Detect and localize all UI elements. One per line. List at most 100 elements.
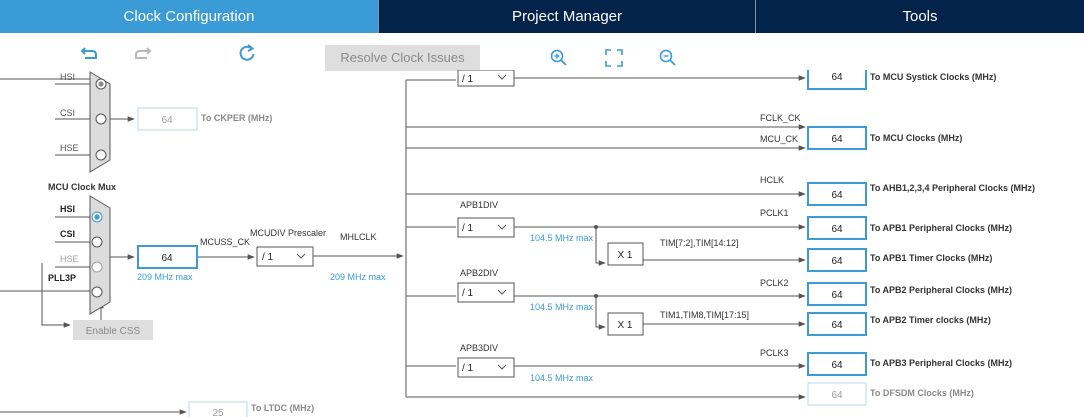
ahb-value: 64 <box>831 190 843 201</box>
apb2-timer-output-label: To APB2 Timer clocks (MHz) <box>870 315 991 325</box>
mcu-clock-value-box[interactable] <box>807 126 867 150</box>
dfsdm-value: 64 <box>831 390 843 401</box>
apb1div-title: APB1DIV <box>460 200 498 210</box>
apb3-peripheral-value: 64 <box>831 360 843 371</box>
systick-value-box[interactable] <box>807 70 867 90</box>
refresh-icon[interactable] <box>237 43 257 63</box>
mcu-input-label: PLL3P <box>48 273 76 283</box>
mcu-radio-csi[interactable] <box>91 236 103 248</box>
mcu-input-label: HSI <box>60 204 75 214</box>
apb3-peripheral-output-label: To APB3 Peripheral Clocks (MHz) <box>870 358 1012 368</box>
systick-output-label: To MCU Systick Clocks (MHz) <box>870 72 996 82</box>
junction-dot <box>594 225 598 229</box>
apb1-timer-output-label: To APB1 Timer Clocks (MHz) <box>870 253 992 263</box>
mcu-clock-mux <box>89 195 111 315</box>
apb3-peripheral-value-box[interactable] <box>807 352 867 376</box>
apb1-peripheral-value: 64 <box>831 224 843 235</box>
apb1-timers-label: TIM[7:2],TIM[14:12] <box>660 238 739 248</box>
apb3div-select[interactable] <box>457 357 515 378</box>
ckper-output-label: To CKPER (MHz) <box>201 113 272 123</box>
apb2-multiplier-value: X 1 <box>617 320 632 331</box>
mhlclk-signal-label: MHLCLK <box>340 232 377 242</box>
dfsdm-value-box[interactable] <box>807 382 867 406</box>
fit-screen-icon[interactable] <box>604 48 624 68</box>
apb2-max-label: 104.5 MHz max <box>530 302 594 312</box>
junction-dot <box>594 294 598 298</box>
apb2-timers-label: TIM1,TIM8,TIM[17:15] <box>660 310 749 320</box>
tab-bar: Clock Configuration Project Manager Tool… <box>0 0 1084 33</box>
apb3div-value: / 1 <box>462 363 474 374</box>
redo-icon[interactable] <box>133 43 153 63</box>
ltdc-value-box[interactable] <box>188 401 248 417</box>
pclk2-signal-label: PCLK2 <box>760 278 789 288</box>
mcu-input-label: HSE <box>60 254 79 264</box>
ltdc-output-label: To LTDC (MHz) <box>251 403 314 413</box>
systick-div-value: / 1 <box>462 74 474 85</box>
ckper-radio-hse[interactable] <box>95 149 107 161</box>
systick-div-select[interactable] <box>457 70 515 87</box>
apb1-timer-value-box[interactable] <box>807 248 867 272</box>
mcu-mux-title: MCU Clock Mux <box>48 182 116 192</box>
ahb-value-box[interactable] <box>807 182 867 206</box>
apb1-timer-value: 64 <box>831 256 843 267</box>
enable-css-label: Enable CSS <box>86 326 141 337</box>
apb3div-title: APB3DIV <box>460 343 498 353</box>
apb3-max-label: 104.5 MHz max <box>530 373 594 383</box>
apb1div-select[interactable] <box>457 217 515 238</box>
ahb-output-label: To AHB1,2,3,4 Peripheral Clocks (MHz) <box>870 183 1035 193</box>
ltdc-value: 25 <box>212 408 224 417</box>
pclk1-signal-label: PCLK1 <box>760 208 789 218</box>
systick-value: 64 <box>831 72 843 83</box>
zoom-out-icon[interactable] <box>658 48 678 68</box>
radio-selected-dot <box>98 81 104 87</box>
mcuss-max-label: 209 MHz max <box>137 272 193 282</box>
apb2div-title: APB2DIV <box>460 268 498 278</box>
tab-tools[interactable]: Tools <box>902 8 938 25</box>
apb2-peripheral-output-label: To APB2 Peripheral Clocks (MHz) <box>870 285 1012 295</box>
apb1-peripheral-output-label: To APB1 Peripheral Clocks (MHz) <box>870 223 1012 233</box>
ckper-input-label: HSI <box>60 72 75 82</box>
chevron-down-icon <box>497 74 507 80</box>
mcudiv-title: MCUDIV Prescaler <box>250 228 326 238</box>
ckper-input-label: HSE <box>60 143 79 153</box>
tab-divider <box>378 0 379 33</box>
tab-project-manager[interactable]: Project Manager <box>511 8 623 25</box>
apb1div-value: / 1 <box>462 223 474 234</box>
chevron-down-icon <box>497 289 507 295</box>
mcudiv-select[interactable] <box>256 246 314 267</box>
dfsdm-output-label: To DFSDM Clocks (MHz) <box>870 388 974 398</box>
apb1-timer-multiplier[interactable] <box>607 242 644 266</box>
mcuss-signal-label: MCUSS_CK <box>200 237 250 247</box>
mcu-radio-hse[interactable] <box>91 261 103 273</box>
ckper-value-box[interactable] <box>137 107 198 131</box>
mcuss-value-box[interactable] <box>137 245 198 269</box>
apb2-timer-value-box[interactable] <box>807 312 867 336</box>
enable-css-button[interactable] <box>73 320 153 340</box>
tab-divider <box>755 0 756 33</box>
undo-icon[interactable] <box>79 43 99 63</box>
radio-selected-dot <box>94 214 100 220</box>
chevron-down-icon <box>497 364 507 370</box>
mcuss-value: 64 <box>161 253 173 264</box>
hclk-signal-label: HCLK <box>760 175 784 185</box>
mcu-ck-signal-label: MCU_CK <box>760 134 798 144</box>
apb2div-value: / 1 <box>462 288 474 299</box>
ckper-radio-csi[interactable] <box>95 113 107 125</box>
ckper-input-label: CSI <box>60 108 75 118</box>
resolve-clock-issues-button[interactable]: Resolve Clock Issues <box>325 45 480 71</box>
apb2div-select[interactable] <box>457 282 515 303</box>
toolbar: Resolve Clock Issues <box>0 37 1084 71</box>
chevron-down-icon <box>497 224 507 230</box>
mcu-clock-value: 64 <box>831 134 843 145</box>
mcu-radio-pll3p[interactable] <box>91 286 103 298</box>
zoom-in-icon[interactable] <box>549 48 569 68</box>
mhlclk-max-label: 209 MHz max <box>330 272 386 282</box>
ckper-value: 64 <box>161 115 173 126</box>
mcudiv-value: / 1 <box>262 252 274 263</box>
apb1-max-label: 104.5 MHz max <box>530 233 594 243</box>
tab-clock-configuration[interactable]: Clock Configuration <box>0 0 378 33</box>
apb2-timer-multiplier[interactable] <box>607 312 644 336</box>
apb1-peripheral-value-box[interactable] <box>807 216 867 240</box>
mcu-input-label: CSI <box>60 229 75 239</box>
apb2-peripheral-value-box[interactable] <box>807 282 867 306</box>
